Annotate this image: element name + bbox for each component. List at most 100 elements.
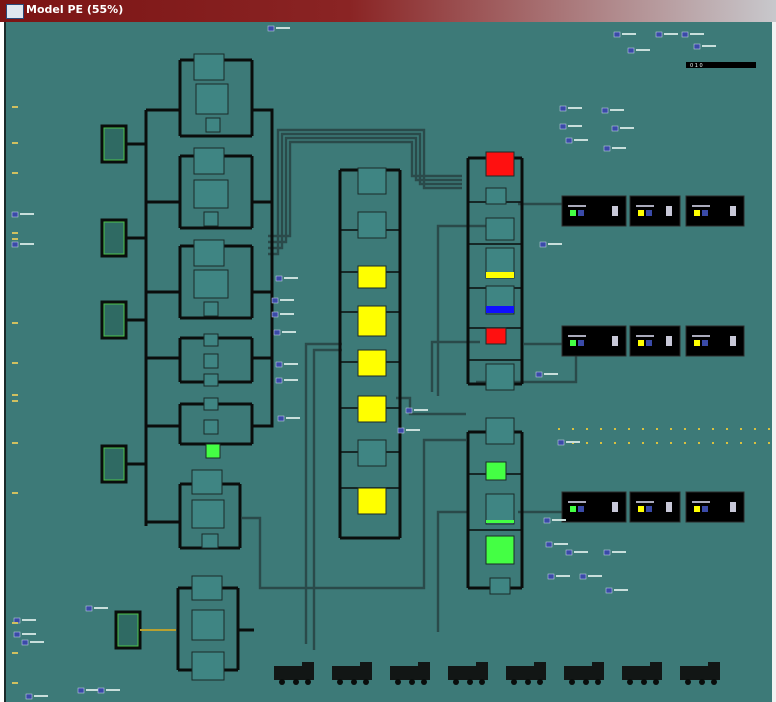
machine-idle[interactable] [203, 333, 219, 347]
panel-indicator [694, 340, 700, 346]
tag-icon[interactable] [559, 123, 567, 130]
machine-green[interactable] [485, 461, 507, 481]
tag-icon[interactable] [601, 107, 609, 114]
queue-buffer[interactable] [100, 124, 128, 164]
output-panel[interactable] [629, 195, 681, 227]
title-bar[interactable]: Model PE (55%) [0, 0, 776, 22]
tag-icon[interactable] [397, 427, 405, 434]
machine-red[interactable] [485, 327, 507, 345]
machine-idle[interactable] [191, 575, 223, 601]
machine-yellow[interactable] [357, 395, 387, 423]
machine-idle[interactable] [357, 211, 387, 239]
tag-icon[interactable] [565, 137, 573, 144]
tag-icon[interactable] [11, 241, 19, 248]
machine-idle[interactable] [357, 439, 387, 467]
tag-caption [284, 277, 298, 279]
machine-yellow[interactable] [357, 487, 387, 515]
tag-icon[interactable] [547, 573, 555, 580]
machine-idle[interactable] [205, 117, 221, 133]
queue-buffer[interactable] [100, 218, 128, 258]
tag-icon[interactable] [275, 275, 283, 282]
machine-idle[interactable] [191, 469, 223, 495]
tag-caption [20, 243, 34, 245]
tag-icon[interactable] [267, 25, 275, 32]
machine-idle[interactable] [203, 353, 219, 369]
queue-buffer[interactable] [100, 300, 128, 340]
tag-icon[interactable] [559, 105, 567, 112]
dotted-marker [684, 442, 686, 444]
tag-icon[interactable] [13, 631, 21, 638]
machine-idle[interactable] [489, 577, 511, 595]
tag-icon[interactable] [271, 311, 279, 318]
machine-idle[interactable] [191, 499, 225, 529]
dotted-marker [614, 442, 616, 444]
tag-icon[interactable] [605, 587, 613, 594]
machine-green[interactable] [485, 535, 515, 565]
tag-icon[interactable] [405, 407, 413, 414]
tag-icon[interactable] [603, 549, 611, 556]
machine-idle[interactable] [485, 363, 515, 391]
machine-idle[interactable] [203, 211, 219, 227]
tag-icon[interactable] [681, 31, 689, 38]
tag-icon[interactable] [21, 639, 29, 646]
machine-red[interactable] [485, 151, 515, 177]
machine-idle[interactable] [193, 239, 225, 267]
model-canvas[interactable]: 0 1 0 [4, 22, 772, 702]
edge-tick [12, 394, 18, 396]
machine-idle[interactable] [203, 419, 219, 435]
machine-idle[interactable] [485, 217, 515, 241]
machine-green[interactable] [205, 443, 221, 459]
tag-icon[interactable] [543, 517, 551, 524]
tag-icon[interactable] [97, 687, 105, 694]
machine-idle[interactable] [203, 397, 219, 411]
tag-icon[interactable] [539, 241, 547, 248]
edge-tick [12, 362, 18, 364]
edge-tick [12, 142, 18, 144]
tag-icon[interactable] [271, 297, 279, 304]
dotted-marker [572, 428, 574, 430]
machine-idle[interactable] [193, 179, 229, 209]
machine-idle[interactable] [191, 651, 225, 681]
machine-idle[interactable] [201, 533, 219, 549]
machine-idle[interactable] [357, 167, 387, 195]
tag-icon[interactable] [579, 573, 587, 580]
tag-icon[interactable] [275, 361, 283, 368]
tag-icon[interactable] [85, 605, 93, 612]
tag-icon[interactable] [275, 377, 283, 384]
tag-icon[interactable] [603, 145, 611, 152]
tag-icon[interactable] [277, 415, 285, 422]
tag-icon[interactable] [613, 31, 621, 38]
tag-icon[interactable] [655, 31, 663, 38]
machine-idle[interactable] [193, 147, 225, 175]
machine-idle[interactable] [485, 187, 507, 205]
tag-icon[interactable] [25, 693, 33, 700]
tag-icon[interactable] [693, 43, 701, 50]
tag-icon[interactable] [273, 329, 281, 336]
tag-icon[interactable] [611, 125, 619, 132]
machine-idle[interactable] [203, 301, 219, 317]
tag-icon[interactable] [557, 439, 565, 446]
machine-idle[interactable] [203, 373, 219, 387]
output-panel[interactable] [629, 325, 681, 357]
machine-green-bar[interactable] [485, 493, 515, 525]
tag-icon[interactable] [535, 371, 543, 378]
machine-idle[interactable] [193, 269, 229, 299]
tag-icon[interactable] [565, 549, 573, 556]
tag-icon[interactable] [11, 211, 19, 218]
queue-buffer[interactable] [100, 444, 128, 484]
tag-icon[interactable] [77, 687, 85, 694]
vehicle-wheel [479, 679, 485, 685]
machine-yellow[interactable] [357, 349, 387, 377]
machine-idle[interactable] [195, 83, 229, 115]
output-panel[interactable] [629, 491, 681, 523]
machine-yellow[interactable] [357, 305, 387, 337]
machine-idle[interactable] [485, 417, 515, 445]
queue-buffer[interactable] [114, 610, 142, 650]
machine-idle[interactable] [193, 53, 225, 81]
queue-buffer-outline [103, 127, 125, 161]
tag-icon[interactable] [545, 541, 553, 548]
machine-idle[interactable] [191, 609, 225, 641]
machine-yellow[interactable] [357, 265, 387, 289]
tag-icon[interactable] [627, 47, 635, 54]
vehicle-cab [592, 662, 604, 670]
